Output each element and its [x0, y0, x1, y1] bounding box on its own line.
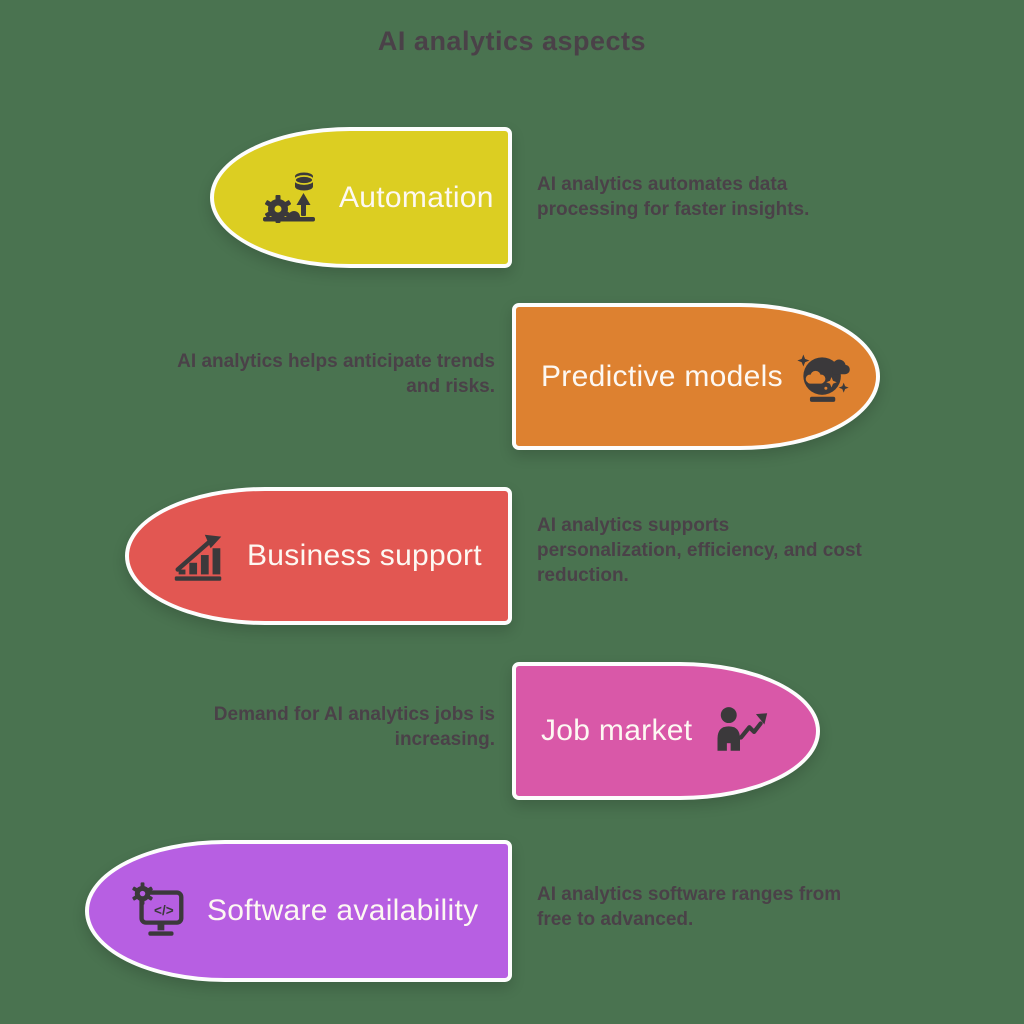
- automation-gear-arrow-database-icon: [258, 166, 322, 230]
- card-label: Predictive models: [541, 359, 783, 393]
- card-label: Business support: [247, 539, 482, 572]
- bar-chart-growth-icon: [168, 525, 230, 587]
- card-business-support: Business support: [125, 487, 512, 625]
- card-job-market: Job market: [512, 662, 820, 800]
- card-predictive-models: Predictive models: [512, 303, 880, 450]
- card-automation: Automation: [210, 127, 512, 268]
- description-automation: AI analytics automates data processing f…: [537, 174, 810, 220]
- description-predictive-models: AI analytics helps anticipate trends and…: [177, 351, 495, 397]
- card-label: Automation: [339, 180, 494, 214]
- person-trend-arrow-icon: [710, 701, 770, 761]
- crystal-ball-icon: [794, 347, 854, 407]
- card-label: Job market: [541, 714, 693, 747]
- page-title: AI analytics aspects: [377, 26, 647, 56]
- card-label: Software availability: [207, 894, 479, 927]
- svg-text:</>: </>: [154, 903, 174, 918]
- software-monitor-gear-code-icon: </>: [128, 880, 190, 942]
- description-business-support: AI analytics supports personalization, e…: [537, 515, 862, 586]
- description-job-market: Demand for AI analytics jobs is increasi…: [213, 704, 495, 750]
- card-software-availability: </> Software availability: [85, 840, 512, 982]
- description-software-availability: AI analytics software ranges from free t…: [537, 884, 842, 930]
